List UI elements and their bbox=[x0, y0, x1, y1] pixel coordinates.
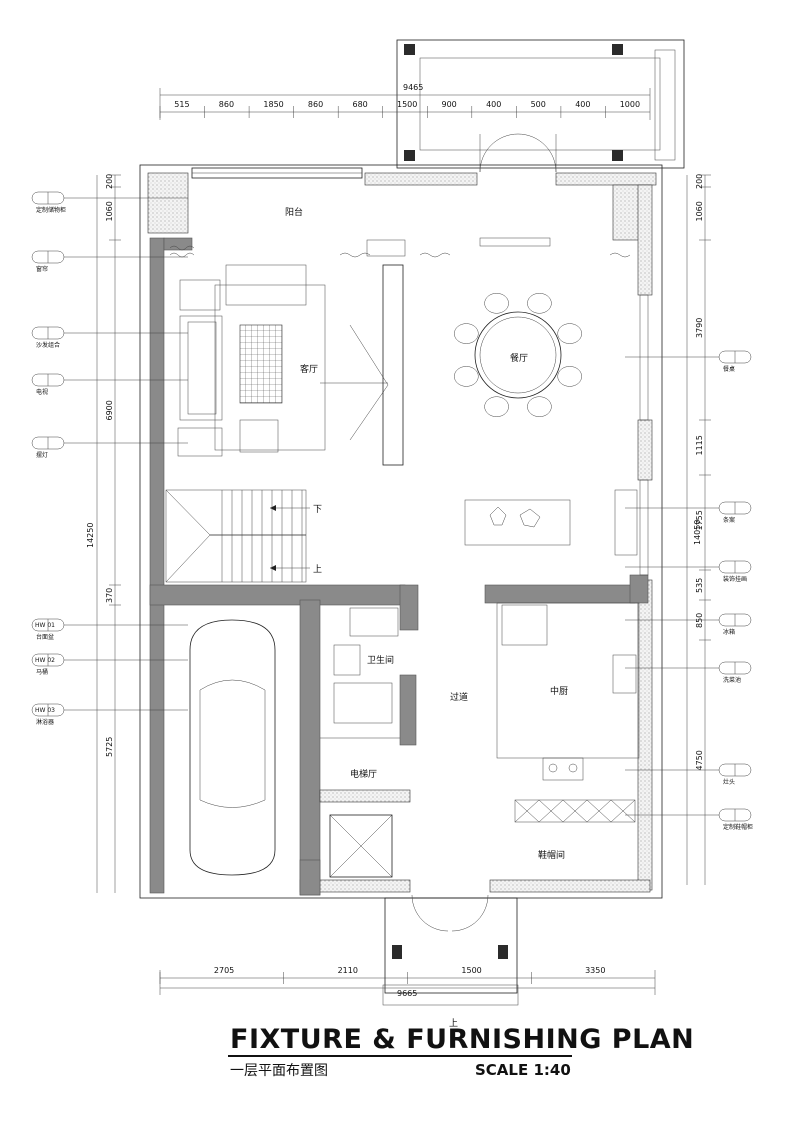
dim-segment: 400 bbox=[575, 100, 590, 109]
dining-chair bbox=[557, 323, 582, 344]
dim-segment: 535 bbox=[695, 578, 704, 593]
room-living: 客厅 bbox=[300, 363, 318, 375]
left-total-dim: 14250 bbox=[86, 523, 95, 548]
dim-segment: 1060 bbox=[105, 201, 114, 221]
dim-segment: 1115 bbox=[695, 435, 704, 455]
dim-segment: 1850 bbox=[263, 100, 283, 109]
callout-code: HW 01 bbox=[35, 622, 55, 629]
plan-subtitle: 一层平面布置图 bbox=[230, 1063, 328, 1079]
dim-segment: 6900 bbox=[105, 400, 114, 420]
dim-segment: 1500 bbox=[461, 966, 481, 975]
dining-chair bbox=[527, 293, 552, 314]
dim-segment: 3350 bbox=[585, 966, 605, 975]
callout-label: 窗帘 bbox=[36, 265, 48, 273]
room-kitchen: 中厨 bbox=[550, 685, 568, 697]
callout-code: HW 02 bbox=[35, 657, 55, 664]
callout-label: 摆灯 bbox=[36, 451, 48, 459]
room-balcony: 阳台 bbox=[285, 206, 303, 218]
room-labels: 阳台 客厅 餐厅 过道 中厨 卫生间 电梯厅 鞋帽间 下 上 上 bbox=[285, 206, 568, 1029]
dim-segment: 500 bbox=[531, 100, 546, 109]
garage-car bbox=[189, 619, 276, 876]
room-elevator-hall: 电梯厅 bbox=[350, 768, 377, 780]
callout-label: 冰箱 bbox=[723, 628, 735, 636]
dining-table-set bbox=[454, 237, 638, 556]
dim-segment: 3790 bbox=[695, 318, 704, 338]
dining-chair bbox=[484, 293, 509, 314]
dim-segment: 400 bbox=[486, 100, 501, 109]
front-terrace bbox=[396, 39, 685, 173]
callout-label: 条案 bbox=[723, 516, 735, 524]
dim-segment: 2705 bbox=[214, 966, 234, 975]
bottom-total-dim: 9665 bbox=[397, 989, 417, 998]
top-dimension-chain: 9465 515 860 1850 860 680 1500 900 400 500 400 100… bbox=[159, 83, 651, 120]
stair-down-label: 下 bbox=[313, 505, 322, 515]
living-room-furniture bbox=[169, 239, 451, 466]
entry-up-label: 上 bbox=[449, 1018, 458, 1029]
title-block: FIXTURE & FURNISHING PLAN 一层平面布置图 SCALE … bbox=[228, 1024, 694, 1079]
callout-label: 餐桌 bbox=[723, 365, 735, 373]
plan-title: FIXTURE & FURNISHING PLAN bbox=[230, 1024, 694, 1055]
dim-segment: 900 bbox=[442, 100, 457, 109]
dining-chair bbox=[557, 366, 582, 387]
dim-segment: 515 bbox=[174, 100, 189, 109]
dim-segment: 1060 bbox=[695, 201, 704, 221]
bottom-dimension-chain: 9665 2705 2110 1500 3350 bbox=[159, 966, 656, 998]
callout-label: 装饰挂画 bbox=[723, 575, 747, 583]
dim-segment: 2110 bbox=[338, 966, 358, 975]
dim-segment: 1000 bbox=[620, 100, 640, 109]
callout-code: HW 03 bbox=[35, 707, 55, 714]
dim-segment: 1500 bbox=[397, 100, 417, 109]
dim-segment: 200 bbox=[105, 174, 114, 189]
plan-scale: SCALE 1:40 bbox=[475, 1061, 571, 1079]
callout-label: 定制鞋帽柜 bbox=[723, 823, 753, 831]
top-total-dim: 9465 bbox=[403, 83, 423, 92]
room-bathroom: 卫生间 bbox=[367, 654, 394, 666]
dim-segment: 860 bbox=[308, 100, 323, 109]
exterior-walls bbox=[139, 164, 663, 899]
dining-chair bbox=[454, 323, 479, 344]
callout-label: 淋浴器 bbox=[36, 718, 54, 726]
callout-label: 定制储物柜 bbox=[36, 206, 66, 214]
room-dining: 餐厅 bbox=[510, 352, 528, 364]
dim-segment: 1755 bbox=[695, 510, 704, 530]
dim-segment: 4750 bbox=[695, 750, 704, 770]
staircase bbox=[165, 489, 310, 583]
right-total-dim: 14050 bbox=[693, 520, 702, 545]
dim-segment: 860 bbox=[219, 100, 234, 109]
callout-label: 马桶 bbox=[36, 668, 48, 676]
dining-chair bbox=[454, 366, 479, 387]
dim-segment: 5725 bbox=[105, 737, 114, 757]
front-entrance bbox=[382, 894, 519, 1006]
callout-label: 沙发组合 bbox=[36, 341, 60, 349]
dim-segment: 200 bbox=[695, 174, 704, 189]
dim-segment: 680 bbox=[353, 100, 368, 109]
callout-label: 洗菜池 bbox=[723, 676, 741, 684]
callout-label: 灶头 bbox=[723, 778, 735, 786]
room-corridor: 过道 bbox=[450, 691, 468, 703]
stair-up-label: 上 bbox=[313, 564, 322, 575]
kitchen bbox=[496, 602, 640, 823]
callout-label: 电视 bbox=[36, 388, 48, 396]
dining-chair bbox=[484, 396, 509, 417]
room-shoe: 鞋帽间 bbox=[538, 849, 565, 861]
dim-segment: 370 bbox=[105, 588, 114, 603]
right-dimension-chain: 14050 200 1060 3790 1115 1755 535 850 4750 bbox=[686, 174, 711, 885]
callout-label: 台面盆 bbox=[36, 633, 54, 641]
dining-chair bbox=[527, 396, 552, 417]
dim-segment: 850 bbox=[695, 613, 704, 628]
bathroom-and-elevator bbox=[319, 607, 411, 878]
left-dimension-chain: 14250 200 1060 6900 370 5725 bbox=[86, 174, 121, 893]
